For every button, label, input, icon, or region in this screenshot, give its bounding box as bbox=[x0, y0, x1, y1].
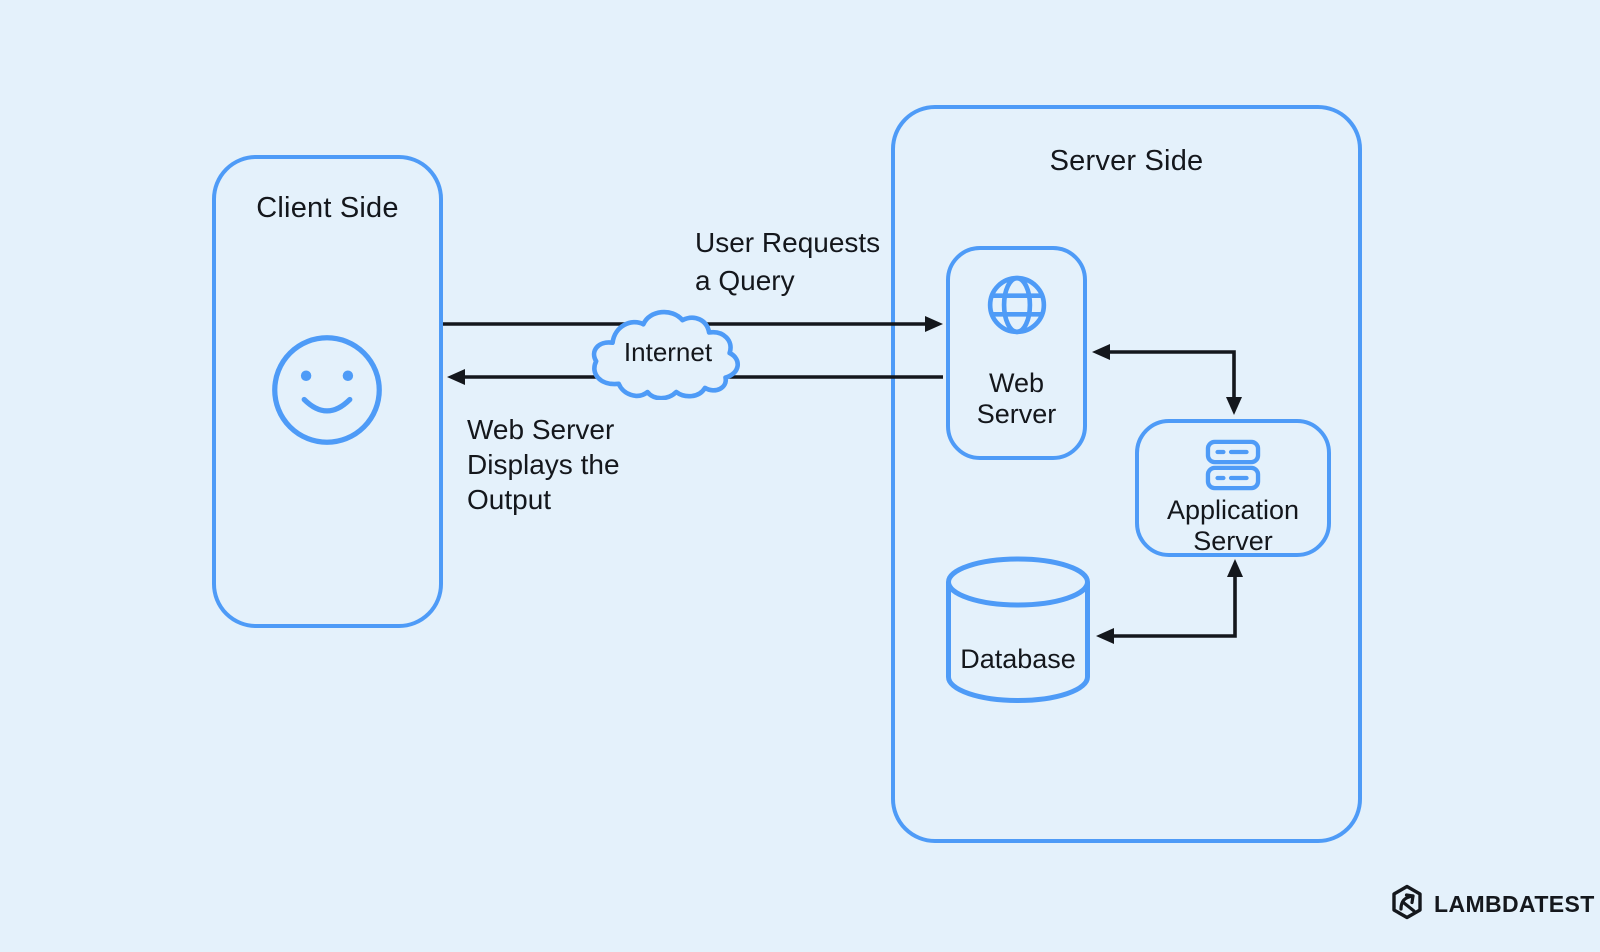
server-stack-icon bbox=[1204, 439, 1262, 496]
lambdatest-branding: LAMBDATEST bbox=[1388, 883, 1595, 926]
server-side-title: Server Side bbox=[1049, 145, 1204, 177]
arrow-app-db-line bbox=[1108, 570, 1237, 638]
smiley-face-icon bbox=[270, 333, 384, 447]
arrow-web-app-head-left bbox=[1092, 344, 1110, 360]
arrow-request-head bbox=[925, 316, 943, 332]
lambdatest-logo-text: LAMBDATEST bbox=[1434, 891, 1595, 917]
application-server-label: Application Server bbox=[1166, 495, 1300, 556]
database-label: Database bbox=[960, 644, 1076, 674]
request-flow-label: User Requests a Query bbox=[695, 224, 880, 300]
response-flow-label: Web Server Displays the Output bbox=[467, 412, 620, 517]
response-flow-label-line1: Web Server bbox=[467, 414, 615, 445]
database-cylinder-icon bbox=[945, 556, 1091, 706]
internet-label: Internet bbox=[623, 337, 713, 367]
application-server-node: Application Server bbox=[1135, 419, 1331, 557]
client-side-group: Client Side bbox=[212, 155, 443, 628]
response-flow-label-line2: Displays the bbox=[467, 449, 620, 480]
request-flow-label-line2: a Query bbox=[695, 265, 795, 296]
arrow-web-app-head-down bbox=[1226, 397, 1242, 415]
server-side-group: Server Side bbox=[891, 105, 1362, 843]
web-server-label: Web Server bbox=[976, 368, 1057, 429]
request-flow-label-line1: User Requests bbox=[695, 227, 881, 258]
arrow-app-db-head-up bbox=[1227, 559, 1243, 577]
response-flow-label-line3: Output bbox=[467, 484, 552, 515]
cloud-icon bbox=[590, 306, 744, 401]
web-server-node: Web Server bbox=[946, 246, 1087, 460]
arrow-response-head bbox=[447, 369, 465, 385]
arrow-web-app-line bbox=[1102, 350, 1236, 404]
globe-icon bbox=[986, 274, 1048, 341]
lambdatest-logo-icon bbox=[1388, 883, 1426, 926]
client-side-title: Client Side bbox=[256, 192, 399, 224]
arrow-app-db-head-left bbox=[1096, 628, 1114, 644]
